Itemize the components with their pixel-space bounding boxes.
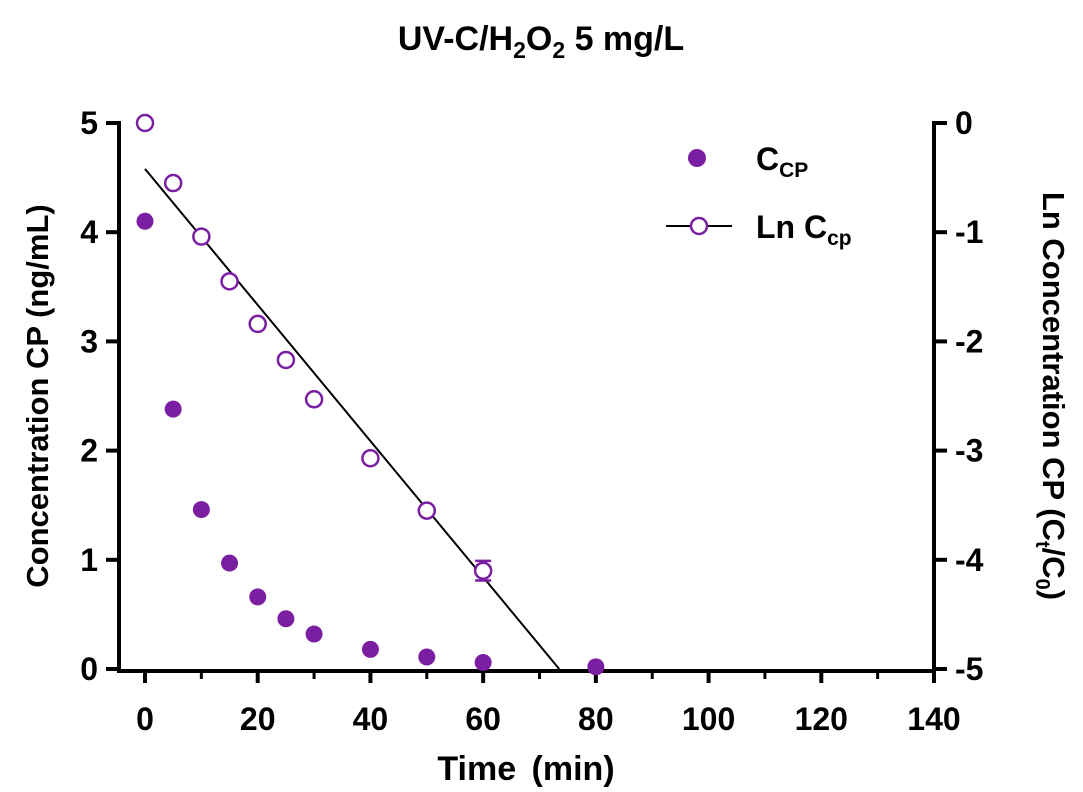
x-tick-label-80: 80 [578,701,614,737]
y-right-label-end: ) [1036,590,1071,600]
x-tick-label-100: 100 [682,701,735,737]
x-ticks: 0 20 40 60 80 100 120 140 [136,671,961,737]
y-right-tick-label-0: 0 [955,105,973,141]
point-series-0-7 [361,640,379,658]
point-series-0-3 [221,554,239,572]
point-series-1-7 [361,448,380,468]
point-series-1-1 [163,173,183,193]
point-series-0-9 [474,653,492,671]
x-tick-label-140: 140 [907,701,960,737]
point-series-0-10 [587,658,605,676]
fit-line [144,168,560,670]
y-left-ticks: 0 1 2 3 4 5 [80,105,119,687]
x-tick-label-60: 60 [465,701,501,737]
point-series-0-5 [277,610,295,628]
point-series-0-2 [192,501,210,519]
legend: CCP Ln Ccp [666,141,852,250]
y-left-tick-label-2: 2 [80,433,98,469]
point-series-1-8 [417,501,437,520]
x-axis-label: Time (min) [437,750,614,788]
chart-title-sub1: 2 [513,37,526,63]
point-series-0-1 [164,400,182,418]
x-tick-label-120: 120 [795,701,848,737]
y-axis-left-label: Concentration CP (ng/mL) [20,204,55,587]
y-left-tick-label-3: 3 [80,323,98,359]
y-left-tick-label-4: 4 [80,214,98,250]
y-right-tick-label--3: -3 [955,433,983,469]
x-tick-label-40: 40 [353,701,389,737]
y-right-label-sub1: t [1031,541,1053,548]
legend-label-1-sub: cp [827,227,852,250]
y-axis-right-label: Ln Concentration CP (Ct/C0) [1031,192,1071,600]
y-right-ticks: 0 -1 -2 -3 -4 -5 [934,105,984,687]
point-series-0-8 [418,648,436,666]
y-right-tick-label--5: -5 [955,651,983,687]
point-series-0-4 [249,588,267,606]
legend-label-1-main: Ln C [756,209,827,245]
x-tick-label-20: 20 [240,701,276,737]
point-series-1-0 [135,113,155,133]
point-series-1-2 [192,227,211,246]
fit-line-layer [144,168,560,670]
legend-label-0: CCP [756,141,808,182]
y-right-tick-label--4: -4 [955,542,984,578]
points-layer [135,113,605,676]
x-tick-label-0: 0 [136,701,154,737]
point-series-0-0 [136,212,154,230]
y-right-label-main: Ln Concentration CP (C [1036,192,1071,541]
y-right-label-mid: /C [1036,548,1071,579]
chart-title-mid: O [526,20,552,58]
point-series-1-3 [220,272,239,291]
chart-title-rest: 5 mg/L [565,20,684,58]
y-left-tick-label-0: 0 [80,651,98,687]
y-left-tick-label-5: 5 [80,105,98,141]
point-series-0-6 [305,625,323,643]
point-series-1-4 [248,314,267,334]
y-left-tick-label-1: 1 [80,542,98,578]
legend-marker-filled [688,149,706,167]
legend-label-0-main: C [756,141,779,177]
point-series-1-5 [276,350,296,370]
chart-title-main: UV-C/H [398,20,513,58]
point-series-1-9 [473,561,493,580]
chart-title-sub2: 2 [552,37,565,63]
legend-label-0-sub: CP [779,159,808,182]
legend-marker-open [689,216,709,236]
y-right-tick-label--1: -1 [955,214,983,250]
y-right-label-sub2: 0 [1031,579,1053,590]
legend-label-1: Ln Ccp [756,209,852,250]
point-series-1-6 [304,390,324,409]
plot-axes [117,121,936,673]
y-right-tick-label--2: -2 [955,323,983,359]
chart-title: UV-C/H2O2 5 mg/L [398,20,684,63]
